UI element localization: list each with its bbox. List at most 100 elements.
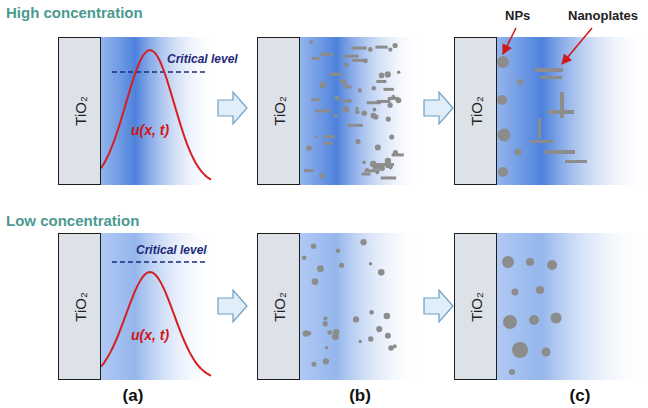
nanoparticle (498, 167, 508, 177)
leader-arrow (503, 28, 516, 54)
nucleus-dot (373, 114, 378, 119)
substrate-label: TiO₂ (270, 96, 287, 125)
nanoparticle (512, 342, 528, 358)
nucleus-dot (368, 47, 373, 52)
nanoplate (545, 150, 575, 154)
substrate-box: TiO₂ (257, 37, 300, 185)
nucleus-dot (327, 330, 332, 335)
nucleus-dot (334, 113, 338, 117)
step-arrow (218, 92, 247, 124)
nucleus-bar (351, 47, 366, 50)
nanoparticle (542, 348, 551, 357)
nanoplate (530, 140, 554, 143)
step-arrow (218, 290, 247, 322)
nanoplate (565, 160, 587, 163)
nucleus-bar (376, 80, 386, 83)
function-label: u(x, t) (131, 122, 169, 138)
nucleus-dot (360, 239, 366, 245)
nucleus-dot (385, 158, 391, 164)
nanoplate (535, 68, 563, 72)
substrate-box: TiO₂ (58, 233, 101, 380)
nucleus-bar (367, 101, 381, 104)
nanoparticle (509, 369, 515, 375)
nucleus-dot (385, 333, 391, 339)
nanoparticle (517, 79, 523, 85)
nucleus-bar (304, 169, 314, 172)
nucleus-dot (325, 346, 328, 349)
nucleus-dot (388, 345, 394, 351)
nucleus-dot (384, 313, 390, 319)
critical-level-label: Critical level (167, 52, 238, 66)
step-arrow (424, 290, 453, 322)
panel-letter: (b) (349, 386, 371, 406)
nucleus-dot (369, 262, 372, 265)
nucleus-dot (353, 316, 359, 322)
nucleus-dot (376, 326, 382, 332)
nucleus-bar (311, 98, 320, 101)
nucleus-dot (369, 310, 374, 315)
solution-gradient (300, 37, 422, 185)
nucleus-dot (355, 110, 359, 114)
nanoparticle (497, 56, 509, 68)
nucleus-dot (311, 362, 316, 367)
substrate-label: TiO₂ (467, 292, 484, 321)
substrate-box: TiO₂ (58, 37, 101, 185)
nucleus-dot (378, 269, 385, 276)
nucleus-dot (306, 145, 312, 151)
nucleus-dot (362, 111, 367, 116)
nucleus-dot (397, 71, 401, 75)
critical-line (112, 71, 208, 73)
substrate-box: TiO₂ (454, 233, 497, 380)
nucleus-dot (358, 340, 362, 344)
nucleus-dot (317, 265, 324, 272)
nucleus-bar (343, 85, 351, 88)
substrate-box: TiO₂ (454, 37, 497, 185)
nanoparticle (502, 256, 514, 268)
nucleus-bar (323, 142, 333, 145)
substrate-box: TiO₂ (257, 233, 300, 380)
nucleus-dot (335, 96, 340, 101)
nucleus-dot (339, 263, 344, 268)
nanoparticle (526, 258, 534, 266)
nucleus-dot (396, 97, 402, 103)
nucleus-dot (385, 71, 391, 77)
nucleus-bar (361, 173, 370, 176)
nucleus-dot (355, 110, 359, 114)
panel-letter: (c) (570, 386, 591, 406)
nucleus-dot (375, 171, 379, 175)
nanoparticle (515, 149, 522, 156)
leader-arrow (562, 28, 592, 64)
function-label: u(x, t) (131, 327, 169, 343)
nucleus-dot (362, 161, 366, 165)
nucleus-dot (393, 43, 398, 48)
nucleus-dot (358, 88, 362, 92)
solution-gradient (101, 233, 216, 380)
nucleus-dot (372, 108, 376, 112)
nucleus-bar (375, 46, 387, 49)
substrate-label: TiO₂ (71, 96, 88, 125)
nucleus-dot (320, 82, 327, 89)
nucleus-dot (342, 106, 349, 113)
panel-letter: (a) (123, 386, 144, 406)
nucleus-dot (340, 79, 345, 84)
nanoparticle (503, 315, 517, 329)
critical-line (112, 261, 208, 263)
nucleus-dot (302, 256, 307, 261)
nucleus-dot (307, 331, 312, 336)
substrate-label: TiO₂ (467, 96, 484, 125)
nanoplate (540, 76, 562, 79)
nucleus-bar (315, 110, 330, 113)
nucleus-dot (322, 321, 328, 327)
nucleus-dot (372, 86, 377, 91)
callout-label: Nanoplates (568, 8, 638, 23)
nucleus-bar (320, 53, 333, 56)
nanoparticle (536, 286, 544, 294)
nucleus-bar (343, 55, 358, 58)
critical-level-label: Critical level (136, 243, 207, 257)
nucleus-dot (375, 144, 381, 150)
nucleus-bar (347, 124, 362, 127)
nucleus-dot (315, 135, 318, 138)
nanoplate (538, 118, 541, 138)
nucleus-dot (312, 278, 319, 285)
row-heading: High concentration (6, 4, 143, 21)
